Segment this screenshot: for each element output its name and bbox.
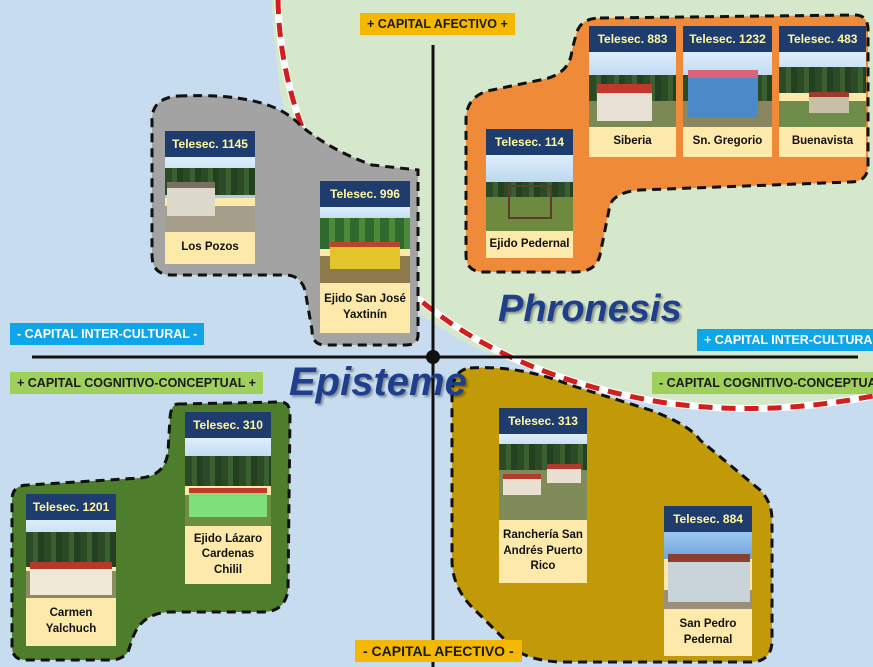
school-card: Telesec. 996 Ejido San José Yaxtinín [320,181,410,333]
school-name: Buenavista [791,135,854,148]
school-name: Ejido San José Yaxtinín [324,293,406,321]
school-id: Telesec. 884 [664,506,752,532]
school-name: San Pedro Pedernal [679,617,737,646]
axis-bottom-label: - CAPITAL AFECTIVO - [355,640,522,662]
school-name: Carmen Yalchuch [45,607,97,635]
school-photo [320,207,410,283]
school-id: Telesec. 1145 [165,131,255,157]
cognitive-right-label: - CAPITAL COGNITIVO-CONCEPTUAL - [652,372,873,394]
axis-right-label: + CAPITAL INTER-CULTURAL + [697,329,873,351]
school-name: Los Pozos [181,241,239,254]
axis-left-label: - CAPITAL INTER-CULTURAL - [10,323,205,345]
school-photo [683,52,772,127]
school-photo [486,155,573,231]
school-photo [26,520,116,598]
school-card: Telesec. 313 Ranchería San Andrés Puerto… [499,408,587,583]
school-card: Telesec. 114 Ejido Pedernal [486,129,573,258]
school-id: Telesec. 313 [499,408,587,434]
school-photo [589,52,676,127]
axis-top-label: + CAPITAL AFECTIVO + [360,13,515,35]
school-name: Sn. Gregorio [692,135,763,148]
school-id: Telesec. 310 [185,412,271,438]
school-id: Telesec. 483 [779,26,866,52]
school-id: Telesec. 1232 [683,26,772,52]
school-photo [779,52,866,127]
cognitive-left-label: + CAPITAL COGNITIVO-CONCEPTUAL + [10,372,263,394]
school-card: Telesec. 883 Siberia [589,26,676,157]
school-card: Telesec. 483 Buenavista [779,26,866,157]
school-card: Telesec. 1232 Sn. Gregorio [683,26,772,157]
school-id: Telesec. 114 [486,129,573,155]
school-photo [185,438,271,526]
episteme-title: Episteme [289,360,467,404]
school-card: Telesec. 1145 Los Pozos [165,131,255,264]
school-name: Ejido Pedernal [489,237,570,250]
school-card: Telesec. 1201 Carmen Yalchuch [26,494,116,646]
school-name: Ejido Lázaro Cardenas Chilil [193,532,263,576]
phronesis-title: Phronesis [498,288,682,330]
school-card: Telesec. 884 San Pedro Pedernal [664,506,752,656]
school-card: Telesec. 310 Ejido Lázaro Cardenas Chili… [185,412,271,584]
school-name: Siberia [613,135,652,148]
school-id: Telesec. 883 [589,26,676,52]
axis-origin [426,350,440,364]
school-id: Telesec. 996 [320,181,410,207]
school-photo [165,157,255,232]
school-photo [499,434,587,520]
school-name: Ranchería San Andrés Puerto Rico [503,529,583,573]
school-photo [664,532,752,609]
school-id: Telesec. 1201 [26,494,116,520]
